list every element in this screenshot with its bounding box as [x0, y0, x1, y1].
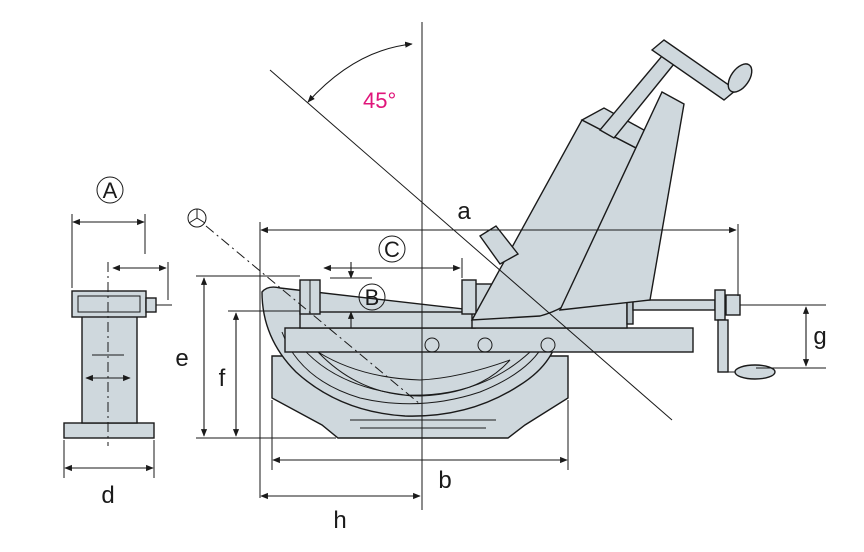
tilted-crank-knob [727, 63, 753, 93]
slide-rail [284, 327, 694, 353]
label-d: d [101, 482, 114, 509]
label-f: f [219, 365, 226, 392]
side-view-base [63, 422, 155, 439]
callout-A: A [103, 178, 118, 203]
tilted-screw-housing [558, 91, 685, 311]
view-direction-icon [187, 208, 207, 228]
crank-hub [714, 289, 726, 321]
label-h: h [333, 507, 346, 534]
side-view-screw [145, 297, 157, 313]
callout-C-circle [378, 235, 406, 263]
lead-screw [632, 299, 716, 311]
crank-knob [734, 364, 776, 380]
tilt-45-line [269, 69, 673, 421]
side-view: A d [63, 176, 172, 509]
side-view-column [81, 299, 138, 424]
rail-bolt-3 [540, 337, 556, 353]
angle-label: 45° [363, 88, 396, 113]
crank-handle-arm [717, 319, 729, 373]
side-view-jaw-inner [77, 295, 141, 313]
crank-collar [725, 294, 741, 316]
swivel-inner-arc [281, 331, 546, 405]
rail-bolt-2 [477, 337, 493, 353]
callout-B-circle [358, 283, 386, 311]
label-e: e [175, 345, 188, 372]
label-a: a [457, 198, 471, 225]
rail-bolt-1 [424, 337, 440, 353]
callout-A-circle [96, 176, 124, 204]
label-g: g [813, 323, 826, 350]
view-axis-dashed [205, 225, 421, 405]
main-view: 45° a C B e f [175, 22, 827, 534]
vise-bed [299, 311, 476, 329]
label-b: b [438, 467, 451, 494]
callout-C: C [384, 237, 400, 262]
angle-arc [307, 41, 413, 103]
movable-jaw [461, 279, 477, 315]
swivel-slot [317, 351, 511, 397]
side-view-jaw [71, 290, 147, 318]
callout-B: B [365, 285, 380, 310]
